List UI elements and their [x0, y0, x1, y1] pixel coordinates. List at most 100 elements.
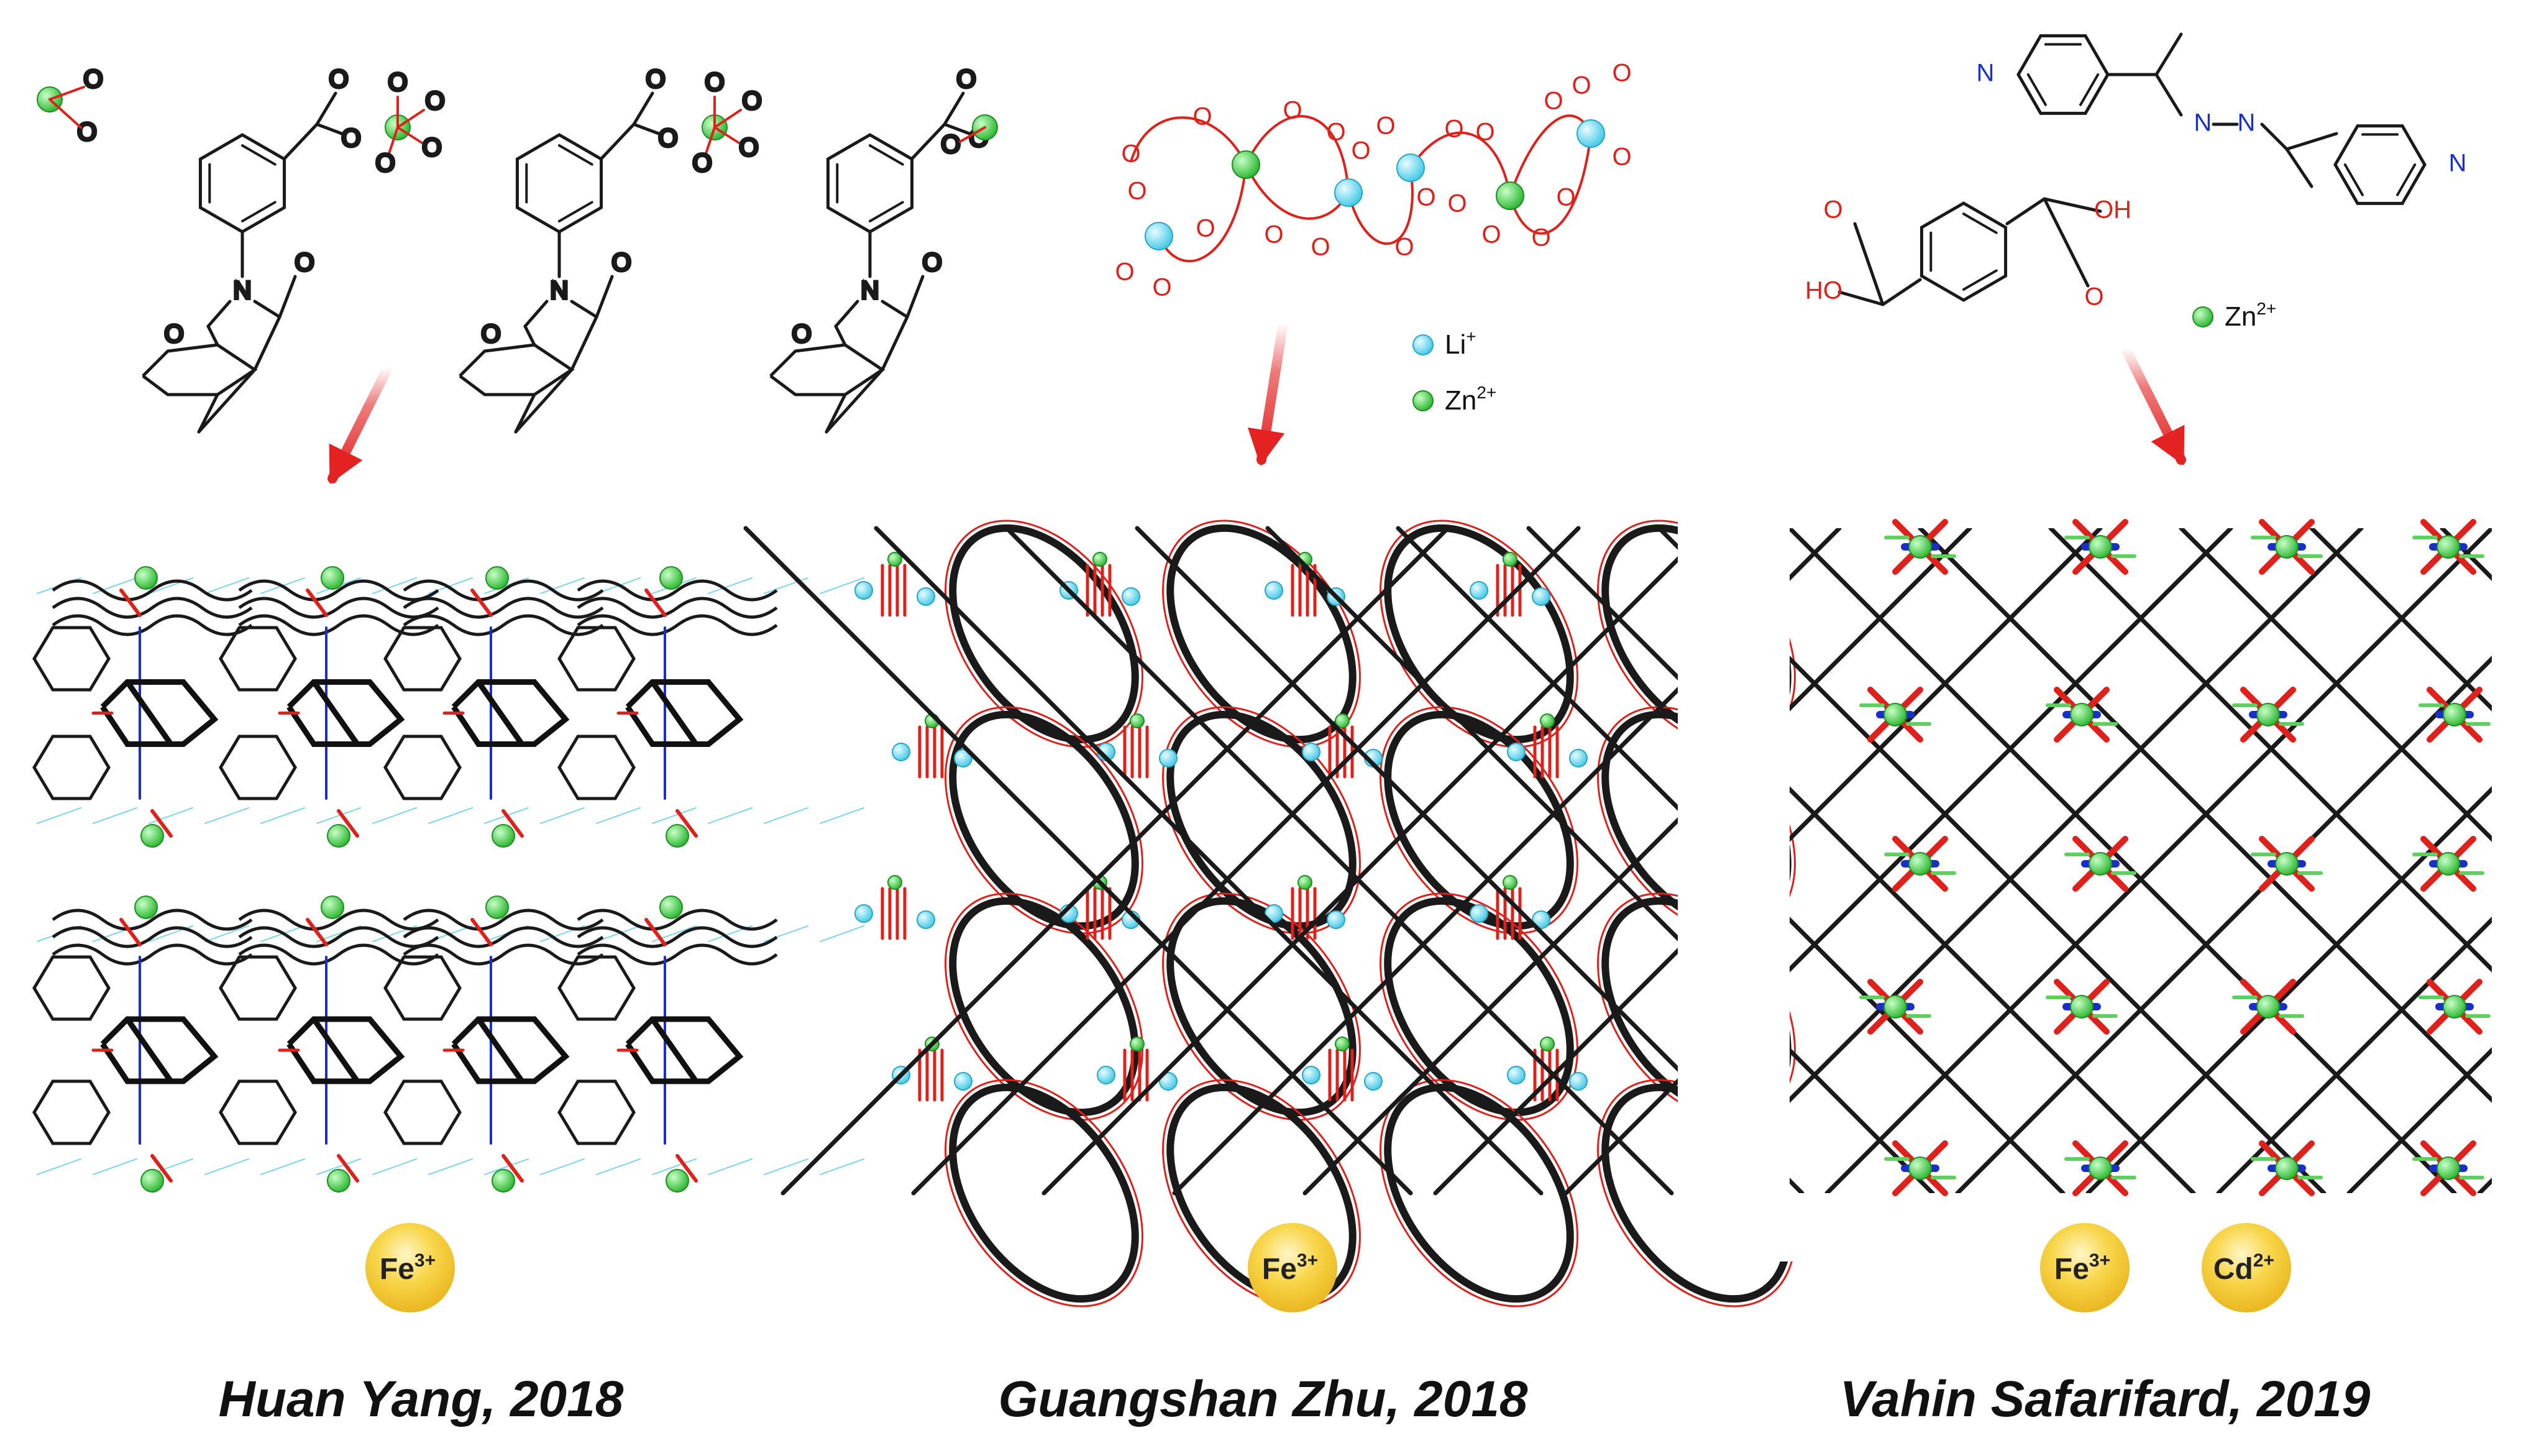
zinc-atom: [659, 895, 683, 919]
bond: [93, 577, 137, 594]
bond: [910, 122, 946, 160]
benzene-ring: [198, 133, 286, 234]
framework-bond: [52, 909, 253, 931]
zinc-atom: [2437, 852, 2460, 876]
atom-label: O: [388, 69, 407, 96]
bond: [204, 807, 249, 824]
bond: [48, 98, 82, 129]
atom-label: O: [422, 134, 441, 162]
cage-skeleton: [625, 679, 744, 747]
atom-label: O: [1447, 190, 1467, 217]
bond: [48, 86, 85, 101]
zinc-atom: [1130, 1037, 1145, 1051]
lithium-atom: [1265, 904, 1283, 923]
cage-skeleton: [451, 679, 570, 747]
zinc-atom: [492, 824, 515, 848]
zinc-atom: [666, 824, 689, 848]
framework-2d-layer: [32, 566, 864, 1193]
bond: [388, 126, 399, 155]
bond: [204, 1158, 249, 1175]
bond: [959, 126, 986, 143]
benzene-ring: [1920, 201, 2008, 302]
lithium-atom: [1470, 904, 1488, 923]
atom-label: O: [1481, 221, 1501, 249]
legend-label: Zn2+: [2225, 299, 2276, 332]
atom-label: N: [2449, 150, 2467, 177]
lithium-atom: [917, 910, 935, 929]
bond: [501, 1154, 524, 1183]
atom-label: OH: [2094, 196, 2131, 224]
lithium-atom: [1532, 910, 1550, 929]
zinc-atom: [2089, 852, 2112, 876]
atom-label: O: [792, 321, 811, 348]
bond: [206, 300, 232, 328]
atom-label: O: [83, 66, 103, 93]
bond: [372, 577, 417, 594]
channel-wall-oxygen: [945, 1079, 1143, 1307]
bond: [708, 807, 753, 824]
zinc-atom: [2275, 1156, 2299, 1180]
framework-bond: [577, 909, 778, 931]
zinc-atom: [485, 566, 509, 590]
zinc-atom: [2089, 1156, 2112, 1180]
zinc-atom: [1883, 703, 1907, 726]
benzene-ring: [2016, 34, 2110, 115]
bond: [644, 588, 667, 617]
atom-label: O: [425, 88, 444, 115]
bond: [644, 918, 667, 946]
bond: [428, 807, 473, 824]
atom-label: N: [861, 277, 879, 304]
channel-wall: [1384, 1083, 1574, 1303]
atom-label: O: [1444, 116, 1463, 143]
zinc-atom: [2089, 535, 2112, 559]
framework-ring: [383, 1079, 462, 1145]
lithium-atom: [917, 587, 935, 606]
lithium-atom: [1470, 581, 1488, 600]
framework-ring: [557, 626, 636, 692]
benzene-ring: [826, 133, 914, 234]
bond: [1962, 213, 1998, 234]
atom-label: O: [1544, 88, 1563, 115]
framework-diamond-lattice: [743, 460, 2526, 1261]
bond: [881, 315, 909, 372]
atom-label: O: [1612, 60, 1631, 87]
zinc-atom: [1335, 713, 1350, 728]
zinc-atom: [1540, 1037, 1555, 1051]
carboxylate-bridge: [1158, 114, 1592, 263]
framework-ring: [557, 1079, 636, 1145]
lithium-atom: [1569, 749, 1588, 767]
channel-wall: [949, 1083, 1139, 1303]
bond: [570, 300, 598, 319]
lithium-atom: [1396, 153, 1425, 182]
cage-skeleton: [100, 679, 219, 747]
benzene-ring: [515, 133, 603, 234]
bond: [595, 275, 614, 319]
bond: [306, 918, 328, 946]
atom-label: O: [1196, 215, 1215, 242]
metal-ion-badge: Fe3+: [380, 1250, 436, 1286]
cage-skeleton: [286, 679, 405, 747]
legend-label: Li+: [1445, 327, 1476, 360]
atom-label: O: [1283, 97, 1302, 124]
bond: [1004, 526, 1674, 1196]
bond: [311, 679, 360, 747]
bond: [675, 1154, 698, 1183]
lithium-atom: [1122, 587, 1140, 606]
channel-wall-oxygen: [945, 520, 1143, 748]
zinc-atom: [134, 895, 158, 919]
lithium-atom: [854, 581, 873, 600]
bond: [1694, 526, 2364, 1196]
framework-ring: [219, 1079, 297, 1145]
lithium-atom: [1159, 1072, 1178, 1091]
atom-label: O: [611, 249, 631, 277]
bond: [1787, 526, 2457, 1196]
lithium-atom: [1576, 119, 1605, 148]
framework-bond: [403, 597, 604, 619]
bond: [470, 588, 493, 617]
bond: [150, 1154, 173, 1183]
bond: [197, 368, 257, 434]
framework-bond: [403, 926, 604, 948]
bond: [523, 324, 536, 347]
lithium-atom: [1507, 743, 1526, 761]
